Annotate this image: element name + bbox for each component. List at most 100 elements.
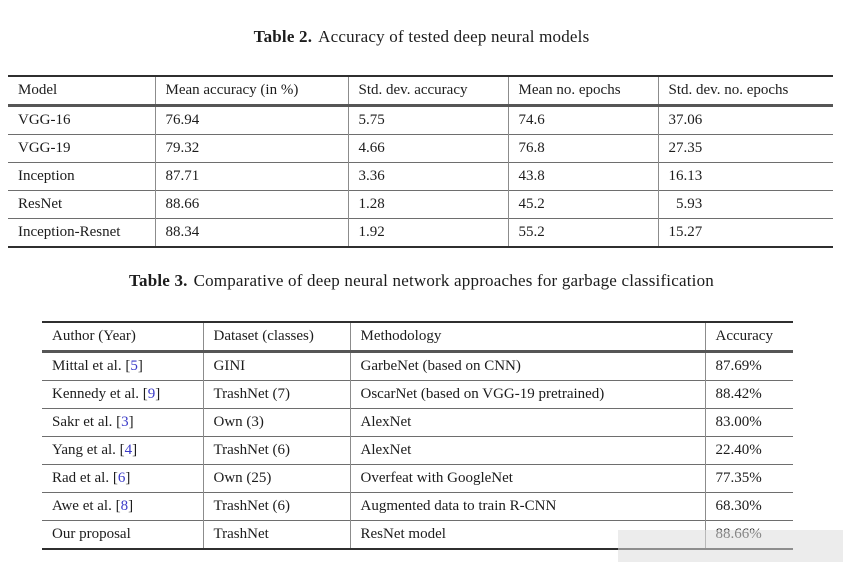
author-text: ] [128,414,134,430]
accuracy-cell: 83.00% [705,408,793,437]
dataset-cell: TrashNet (7) [203,380,351,409]
model-name: ResNet [8,190,156,219]
table-row-sakr: Sakr et al. [3] Own (3) AlexNet 83.00% [42,408,793,437]
model-name: Inception [8,162,156,191]
author-text: Mittal et al. [ [52,358,131,374]
author-text: Awe et al. [ [52,498,121,514]
std-dev-accuracy-value: 4.66 [348,134,509,163]
table-row-vgg19: VGG-19 79.32 4.66 76.8 27.35 [8,134,833,163]
table3-header-methodology: Methodology [350,322,706,353]
dataset-cell: GINI [203,351,351,381]
mean-accuracy-value: 76.94 [155,105,349,135]
citation-link[interactable]: 4 [124,442,133,458]
dataset-cell: Own (3) [203,408,351,437]
table2-caption: Table 2. Accuracy of tested deep neural m… [0,27,843,47]
accuracy-cell: 77.35% [705,464,793,493]
citation-link[interactable]: 3 [121,414,129,430]
mean-epochs-value: 74.6 [508,105,659,135]
methodology-cell: OscarNet (based on VGG-19 pretrained) [350,380,706,409]
std-dev-epochs-value: 5.93 [658,190,833,219]
author-text: ] [132,442,138,458]
std-dev-accuracy-value: 5.75 [348,105,509,135]
author-text: ] [137,358,143,374]
table3-header-author: Author (Year) [42,322,204,353]
mean-accuracy-value: 79.32 [155,134,349,163]
accuracy-cell: 22.40% [705,436,793,465]
table-row-inception: Inception 87.71 3.36 43.8 16.13 [8,162,833,191]
mean-epochs-value: 45.2 [508,190,659,219]
table3-header-row: Author (Year) Dataset (classes) Methodol… [42,322,793,353]
table2-header-std-dev-accuracy: Std. dev. accuracy [348,76,509,107]
table-row-vgg16: VGG-16 76.94 5.75 74.6 37.06 [8,105,833,135]
table2-caption-text: Accuracy of tested deep neural models [318,27,590,46]
table2-model-accuracy: Model Mean accuracy (in %) Std. dev. acc… [8,75,833,248]
table-row-our-proposal: Our proposal TrashNet ResNet model 88.66… [42,520,793,549]
author-text: ] [125,470,131,486]
dataset-cell: Own (25) [203,464,351,493]
author-text: Rad et al. [ [52,470,118,486]
author-cell: Sakr et al. [3] [42,408,204,437]
citation-link[interactable]: 9 [147,386,156,402]
mean-epochs-value: 43.8 [508,162,659,191]
std-dev-epochs-value: 16.13 [658,162,833,191]
mean-accuracy-value: 88.66 [155,190,349,219]
citation-link[interactable]: 5 [130,358,138,374]
mean-accuracy-value: 88.34 [155,218,349,247]
model-name: Inception-Resnet [8,218,156,247]
author-cell: Yang et al. [4] [42,436,204,465]
table-row-rad: Rad et al. [6] Own (25) Overfeat with Go… [42,464,793,493]
author-cell: Awe et al. [8] [42,492,204,521]
author-text: Kennedy et al. [ [52,386,148,402]
table2-caption-label: Table 2. [253,27,313,46]
table3-caption-text: Comparative of deep neural network appro… [193,271,714,290]
author-cell: Mittal et al. [5] [42,351,204,381]
methodology-cell: AlexNet [350,436,706,465]
author-text: Our proposal [52,526,131,542]
table3-caption: Table 3. Comparative of deep neural netwo… [0,271,843,291]
model-name: VGG-16 [8,105,156,135]
author-cell: Kennedy et al. [9] [42,380,204,409]
mean-epochs-value: 55.2 [508,218,659,247]
author-cell: Rad et al. [6] [42,464,204,493]
table-row-inception-resnet: Inception-Resnet 88.34 1.92 55.2 15.27 [8,218,833,247]
citation-link[interactable]: 8 [120,498,129,514]
table3-header-dataset: Dataset (classes) [203,322,351,353]
mean-accuracy-value: 87.71 [155,162,349,191]
author-text: Sakr et al. [ [52,414,122,430]
dataset-cell: TrashNet [203,520,351,549]
author-text: Yang et al. [ [52,442,125,458]
std-dev-epochs-value: 37.06 [668,112,703,128]
citation-link[interactable]: 6 [117,470,126,486]
std-dev-epochs-value: 27.35 [658,134,833,163]
table3-comparative-approaches: Author (Year) Dataset (classes) Methodol… [42,321,793,550]
table-row-kennedy: Kennedy et al. [9] TrashNet (7) OscarNet… [42,380,793,409]
methodology-cell: AlexNet [350,408,706,437]
table-row-resnet: ResNet 88.66 1.28 45.2 5.93 [8,190,833,219]
table2-header-mean-accuracy: Mean accuracy (in %) [155,76,349,107]
table-row-yang: Yang et al. [4] TrashNet (6) AlexNet 22.… [42,436,793,465]
methodology-cell: ResNet model [350,520,706,549]
methodology-cell: GarbeNet (based on CNN) [350,351,706,381]
table2-header-model: Model [8,76,156,107]
dataset-cell: TrashNet (6) [203,436,351,465]
table3-header-accuracy: Accuracy [705,322,793,353]
author-cell: Our proposal [42,520,204,549]
table2-header-mean-epochs: Mean no. epochs [508,76,659,107]
model-name: VGG-19 [8,134,156,163]
accuracy-cell: 68.30% [705,492,793,521]
std-dev-epochs-value: 15.27 [658,218,833,247]
methodology-cell: Augmented data to train R-CNN [350,492,706,521]
accuracy-cell: 87.69% [715,358,762,374]
std-dev-accuracy-value: 1.28 [348,190,509,219]
table3-caption-label: Table 3. [129,271,188,290]
author-text: ] [155,386,161,402]
std-dev-accuracy-value: 3.36 [348,162,509,191]
table2-header-row: Model Mean accuracy (in %) Std. dev. acc… [8,76,833,107]
dataset-cell: TrashNet (6) [203,492,351,521]
accuracy-cell: 88.42% [705,380,793,409]
table2-header-std-dev-epochs: Std. dev. no. epochs [658,76,833,107]
author-text: ] [128,498,134,514]
mean-epochs-value: 76.8 [508,134,659,163]
table-row-mittal: Mittal et al. [5] GINI GarbeNet (based o… [42,351,793,381]
